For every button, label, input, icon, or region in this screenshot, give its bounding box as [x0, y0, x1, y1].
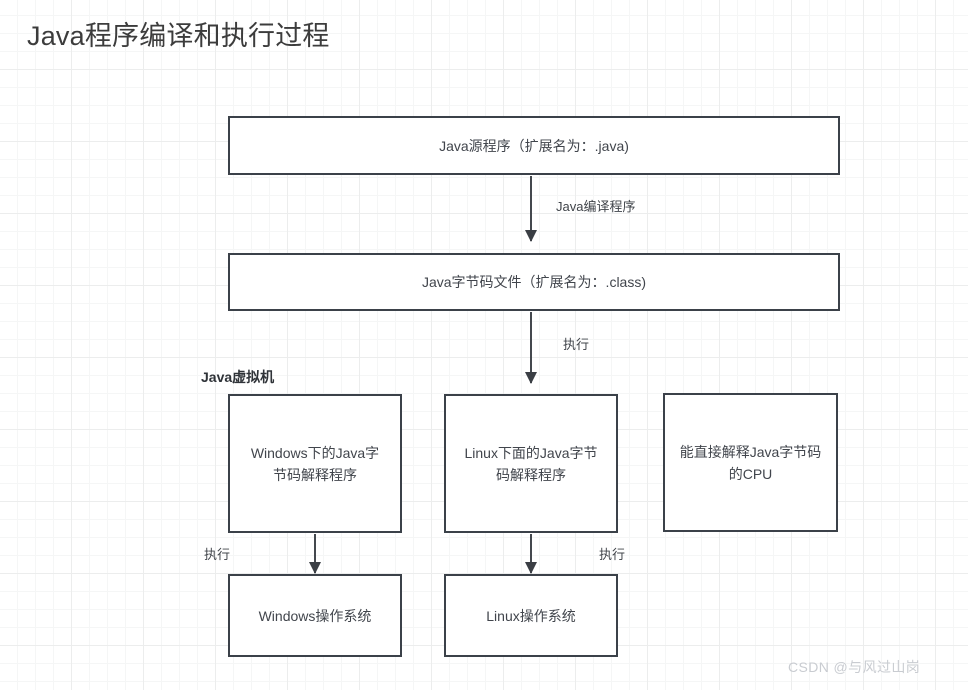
- node-java-source-label: Java源程序（扩展名为：.java): [439, 137, 629, 154]
- edge-label-execute-windows: 执行: [204, 547, 231, 562]
- node-cpu-direct-label: 能直接解释Java字节码的CPU: [679, 443, 822, 482]
- node-windows-os[interactable]: Windows操作系统: [228, 574, 402, 657]
- arrow-compile: [530, 176, 532, 241]
- node-linux-interpreter[interactable]: Linux下面的Java字节码解释程序: [444, 394, 618, 533]
- node-windows-os-label: Windows操作系统: [258, 607, 372, 624]
- group-label-jvm: Java虚拟机: [201, 369, 275, 385]
- node-java-source[interactable]: Java源程序（扩展名为：.java): [228, 116, 840, 175]
- arrow-execute-windows: [314, 534, 316, 573]
- edge-label-execute-linux: 执行: [599, 547, 626, 562]
- node-linux-interpreter-label: Linux下面的Java字节码解释程序: [464, 444, 598, 483]
- edge-label-compile: Java编译程序: [556, 199, 636, 214]
- node-java-bytecode[interactable]: Java字节码文件（扩展名为：.class): [228, 253, 840, 311]
- node-linux-os-label: Linux操作系统: [486, 607, 576, 624]
- arrow-execute-bytecode: [530, 312, 532, 383]
- arrow-execute-linux: [530, 534, 532, 573]
- node-windows-interpreter[interactable]: Windows下的Java字节码解释程序: [228, 394, 402, 533]
- node-cpu-direct[interactable]: 能直接解释Java字节码的CPU: [663, 393, 838, 532]
- node-linux-os[interactable]: Linux操作系统: [444, 574, 618, 657]
- node-windows-interpreter-label: Windows下的Java字节码解释程序: [250, 444, 380, 483]
- edge-label-execute-bytecode: 执行: [563, 337, 590, 352]
- node-java-bytecode-label: Java字节码文件（扩展名为：.class): [421, 274, 647, 290]
- page-title: Java程序编译和执行过程: [27, 21, 330, 51]
- watermark: CSDN @与风过山岗: [788, 659, 921, 675]
